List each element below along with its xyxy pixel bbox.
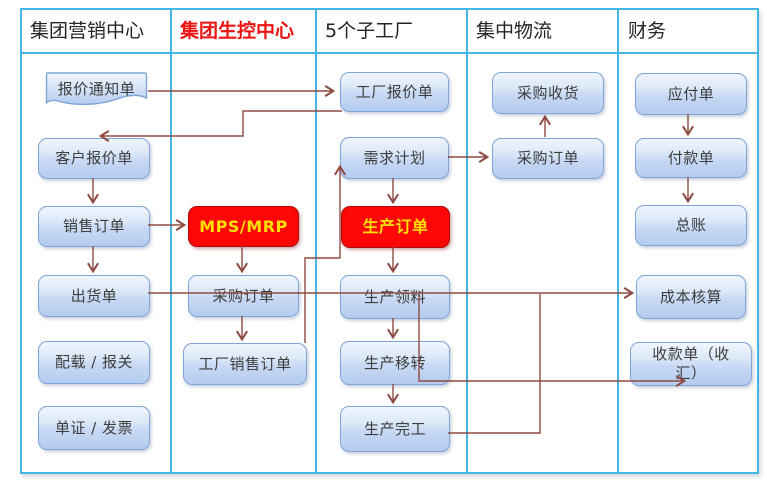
box-receipt-note: 收款单（收汇） <box>630 342 752 386</box>
box-label: 销售订单 <box>62 217 125 236</box>
box-label: 采购订单 <box>516 149 579 168</box>
box-label: 收款单（收汇） <box>652 345 730 382</box>
box-label: 生产移转 <box>363 353 426 372</box>
column-divider-2 <box>315 10 317 472</box>
box-label: 单证 / 发票 <box>54 418 134 437</box>
box-loading-customs: 配载 / 报关 <box>38 341 150 384</box>
box-label: 工厂报价单 <box>355 82 434 101</box>
column-header-5: 财务 <box>628 20 667 42</box>
column-header-4: 集中物流 <box>476 20 553 42</box>
box-purchase-receipt: 采购收货 <box>492 72 604 114</box>
column-divider-1 <box>170 10 172 472</box>
box-payment: 付款单 <box>635 138 747 178</box>
box-customer-quote: 客户报价单 <box>38 138 150 179</box>
box-label: 总账 <box>675 216 707 235</box>
box-production-completion: 生产完工 <box>340 406 450 452</box>
box-quote-notice: 报价通知单 <box>45 72 148 114</box>
box-label: 配载 / 报关 <box>54 353 134 372</box>
box-label: MPS/MRP <box>199 216 288 236</box>
box-docs-invoice: 单证 / 发票 <box>38 406 150 450</box>
box-general-ledger: 总账 <box>635 205 747 246</box>
box-label: 工厂销售订单 <box>198 354 292 373</box>
box-cost-accounting: 成本核算 <box>636 275 746 319</box>
box-label: 需求计划 <box>363 148 426 167</box>
header-divider <box>22 52 757 54</box>
box-logistics-purchase-order: 采购订单 <box>492 138 604 179</box>
box-label: 采购收货 <box>516 83 579 102</box>
box-label: 客户报价单 <box>55 149 133 168</box>
box-payable: 应付单 <box>635 73 747 115</box>
box-shipment: 出货单 <box>38 275 150 317</box>
box-label: 报价通知单 <box>57 80 136 99</box>
box-demand-plan: 需求计划 <box>340 137 449 179</box>
box-label: 付款单 <box>667 148 715 167</box>
box-group-purchase-order: 采购订单 <box>188 275 299 317</box>
box-label: 应付单 <box>667 84 715 103</box>
document-shape <box>45 72 148 106</box>
box-mps-mrp: MPS/MRP <box>188 206 299 247</box>
box-production-transfer: 生产移转 <box>340 341 450 385</box>
column-header-3: 5个子工厂 <box>325 20 414 42</box>
box-sales-order: 销售订单 <box>38 206 150 247</box>
box-label: 成本核算 <box>659 287 722 306</box>
box-label: 生产完工 <box>363 419 426 438</box>
column-header-2: 集团生控中心 <box>180 20 295 42</box>
column-header-1: 集团营销中心 <box>30 20 145 42</box>
column-divider-3 <box>466 10 468 472</box>
box-factory-sales-order: 工厂销售订单 <box>183 343 307 385</box>
box-label: 出货单 <box>70 286 118 305</box>
box-label: 生产领料 <box>363 287 426 306</box>
box-production-order: 生产订单 <box>341 206 450 248</box>
box-label: 生产订单 <box>362 217 429 236</box>
column-divider-4 <box>617 10 619 472</box>
box-label: 采购订单 <box>212 286 275 305</box>
box-factory-quote: 工厂报价单 <box>340 72 449 112</box>
box-production-picking: 生产领料 <box>340 275 450 319</box>
